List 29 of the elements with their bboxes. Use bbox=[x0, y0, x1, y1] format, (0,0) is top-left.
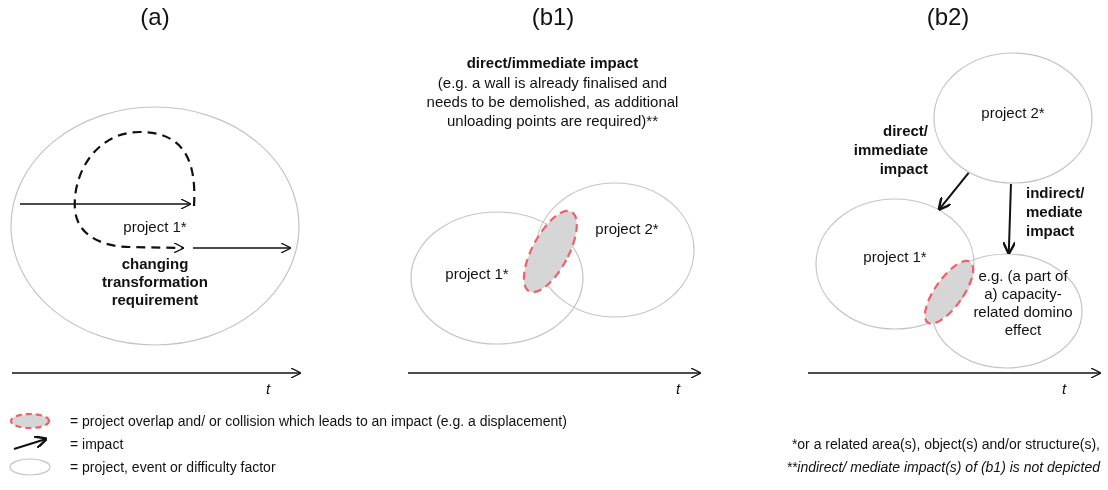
project-ellipse bbox=[933, 52, 1093, 184]
footnote: **indirect/ mediate impact(s) of (b1) is not depicted bbox=[785, 459, 1100, 477]
edge-label: direct/ immediate impact bbox=[852, 122, 928, 179]
project-ellipse bbox=[815, 198, 975, 330]
panel-title: (b1) bbox=[530, 4, 576, 31]
project-ellipse bbox=[410, 211, 584, 345]
legend-text: = project overlap and/ or collision which leads to an impact (e.g. a displacement) bbox=[70, 413, 567, 429]
impact-arrow bbox=[937, 171, 970, 212]
project-ellipse bbox=[535, 182, 695, 318]
panel-title: (b2) bbox=[925, 4, 971, 31]
legend-text: = project, event or difficulty factor bbox=[70, 459, 276, 475]
node-label: project 1* bbox=[862, 248, 928, 266]
node-label: changing transformation requirement bbox=[101, 255, 209, 309]
node-label: project 2* bbox=[594, 220, 660, 238]
node-label: project 1* bbox=[444, 265, 510, 283]
footnote: *or a related area(s), object(s) and/or structure(s), bbox=[790, 436, 1100, 454]
node-label: e.g. (a part of a) capacity-related domino effect bbox=[972, 267, 1074, 339]
axis-label: t bbox=[266, 380, 272, 399]
node-label: project 2* bbox=[980, 104, 1046, 122]
axis-label: t bbox=[676, 380, 682, 399]
panel-title: (a) bbox=[139, 4, 171, 31]
project-ellipse bbox=[10, 106, 300, 346]
legend-text: = impact bbox=[70, 436, 124, 452]
impact-arrow bbox=[1001, 183, 1017, 256]
node-label: project 1* bbox=[122, 218, 188, 236]
impact-example: (e.g. a wall is already finalised and needs to be demolished, as additional unloading points are required)** bbox=[425, 74, 680, 131]
axis-label: t bbox=[1062, 380, 1068, 399]
impact-heading: direct/immediate impact bbox=[465, 54, 640, 73]
edge-label: indirect/ mediate impact bbox=[1026, 184, 1086, 241]
